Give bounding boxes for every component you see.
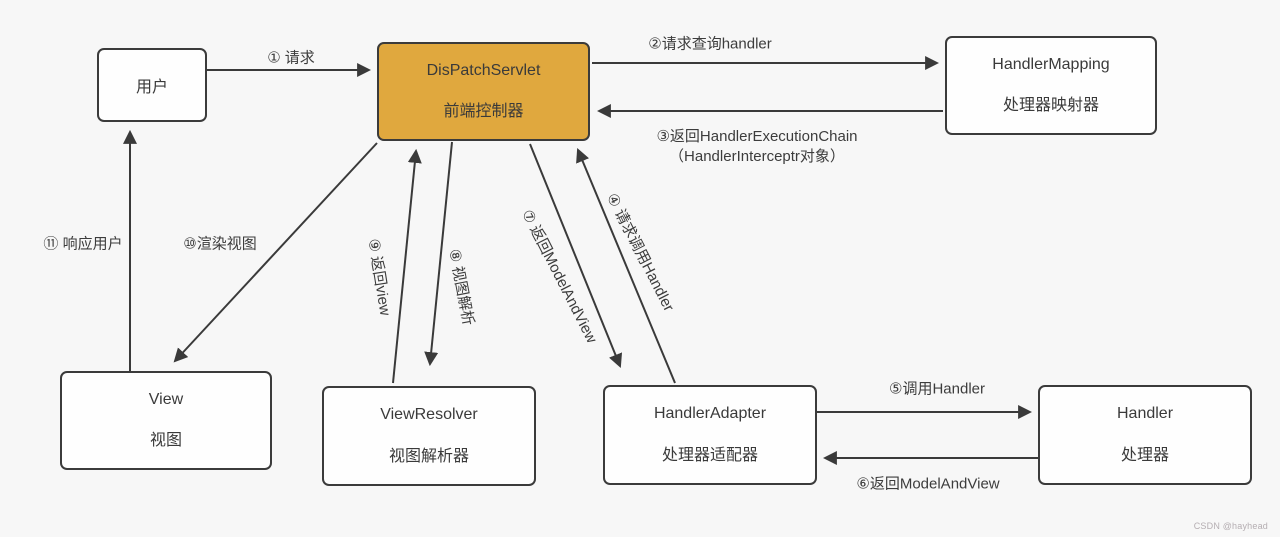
- node-handler: Handler 处理器: [1038, 385, 1252, 485]
- edge-9-return-view-arrow: [392, 148, 422, 384]
- edge-3-return-chain-label: ③返回HandlerExecutionChain （HandlerInterce…: [656, 127, 857, 167]
- edge-11-respond-user-label: ⑪ 响应用户: [43, 235, 123, 253]
- node-handler-adapter: HandlerAdapter 处理器适配器: [603, 385, 817, 485]
- node-handler-mapping-subtitle: 处理器映射器: [1002, 97, 1099, 115]
- node-view: View 视图: [60, 371, 272, 470]
- edge-6-return-modelandview-label: ⑥返回ModelAndView: [856, 475, 1000, 493]
- edge-1-request-label: ① 请求: [267, 49, 315, 67]
- edge-3-return-chain-label-line1: ③返回HandlerExecutionChain: [656, 128, 858, 145]
- edge-8-view-resolve-label: ⑧ 视图解析: [445, 247, 477, 327]
- node-view-resolver-subtitle: 视图解析器: [388, 448, 469, 465]
- edge-7-return-modelandview-label: ⑦ 返回ModelAndView: [518, 206, 601, 346]
- node-handler-mapping: HandlerMapping 处理器映射器: [945, 36, 1157, 135]
- node-handler-adapter-title: HandlerAdapter: [653, 405, 767, 422]
- edge-10-render-view-label: ⑩渲染视图: [183, 235, 257, 253]
- csdn-watermark: CSDN @hayhead: [1193, 521, 1268, 531]
- node-handler-subtitle: 处理器: [1120, 447, 1169, 464]
- edge-2-query-handler-label: ②请求查询handler: [648, 35, 772, 53]
- node-view-resolver: ViewResolver 视图解析器: [322, 386, 536, 486]
- node-dispatcher-servlet: DisPatchServlet 前端控制器: [377, 42, 590, 141]
- edge-3-return-chain-label-line2: （HandlerInterceptr对象）: [669, 148, 845, 165]
- node-handler-adapter-subtitle: 处理器适配器: [661, 447, 758, 464]
- edge-9-return-view-label: ⑨ 返回view: [364, 237, 394, 317]
- edge-4-invoke-handler-label: ④ 请求调用Handler: [602, 190, 678, 315]
- node-user: 用户: [97, 48, 207, 122]
- node-handler-title: Handler: [1116, 405, 1174, 422]
- node-view-title: View: [148, 390, 184, 408]
- node-dispatcher-subtitle: 前端控制器: [443, 103, 524, 121]
- node-handler-mapping-title: HandlerMapping: [992, 55, 1110, 73]
- node-user-title: 用户: [135, 79, 168, 96]
- node-dispatcher-title: DisPatchServlet: [426, 61, 541, 79]
- node-view-resolver-title: ViewResolver: [380, 406, 478, 423]
- edge-5-call-handler-label: ⑤调用Handler: [889, 380, 985, 398]
- node-view-subtitle: 视图: [149, 432, 182, 450]
